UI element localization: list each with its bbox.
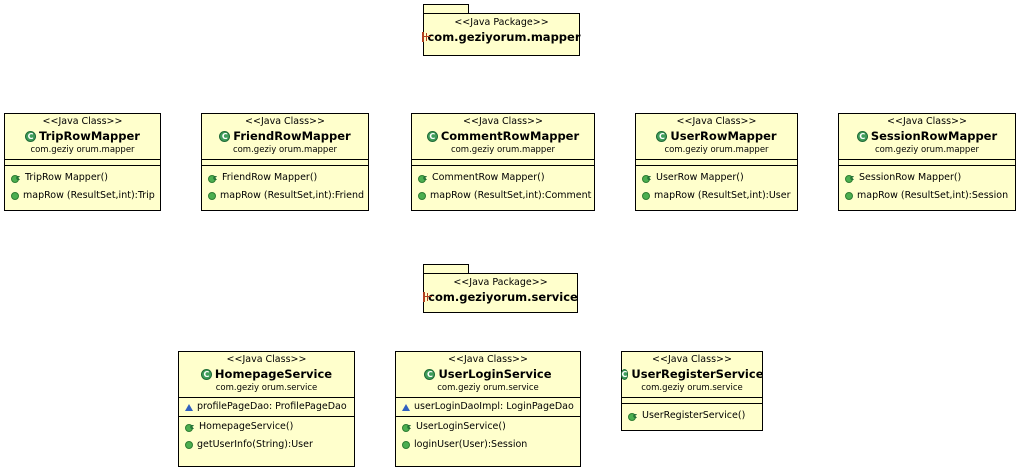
attributes-compartment <box>839 159 1015 163</box>
class-name: UserLoginService <box>438 367 552 381</box>
package-name: com.geziyorum.service <box>428 290 578 304</box>
class-stereotype: <<Java Class>> <box>676 116 757 127</box>
attributes-compartment: profilePageDao: ProfilePageDao <box>179 397 354 416</box>
package-icon <box>423 292 433 302</box>
class-package: com.geziy orum.service <box>641 383 743 393</box>
public-method-icon <box>11 192 19 200</box>
public-method-icon <box>402 441 410 449</box>
class-stereotype: <<Java Class>> <box>226 354 307 365</box>
class-name: UserRegisterService <box>631 367 764 381</box>
method-row[interactable]: mapRow (ResultSet,int):Session <box>839 187 1015 205</box>
class-package: com.geziy orum.mapper <box>874 145 980 155</box>
class-package: com.geziy orum.mapper <box>232 145 338 155</box>
package-field-icon <box>402 403 410 411</box>
class-package: com.geziy orum.service <box>437 383 539 393</box>
public-method-icon <box>208 192 216 200</box>
public-method-icon <box>845 192 853 200</box>
constructor-icon: c <box>402 422 412 432</box>
class-icon: C <box>656 130 668 142</box>
class-icon: C <box>426 130 438 142</box>
package-body: <<Java Package>> com.geziyorum.mapper <box>422 13 581 56</box>
class-stereotype: <<Java Class>> <box>245 116 325 127</box>
class-icon: C <box>424 368 436 380</box>
class-stereotype: <<Java Class>> <box>448 354 528 365</box>
class-stereotype: <<Java Class>> <box>463 116 543 127</box>
package-icon <box>422 32 432 42</box>
constructor-icon: c <box>185 422 195 432</box>
class-package: com.geziy orum.mapper <box>30 145 135 155</box>
public-method-icon <box>642 192 650 200</box>
class-package: com.geziy orum.mapper <box>450 145 556 155</box>
attributes-compartment: userLoginDaoImpl: LoginPageDao <box>396 397 580 416</box>
package-stereotype: <<Java Package>> <box>453 277 548 288</box>
package-body: <<Java Package>> com.geziyorum.service <box>423 273 578 313</box>
class-name: UserRowMapper <box>670 129 777 143</box>
constructor-icon: c <box>11 173 21 183</box>
constructor-icon: c <box>642 173 652 183</box>
class-icon: C <box>219 130 231 142</box>
attributes-compartment <box>5 159 160 163</box>
class-package: com.geziy orum.service <box>215 383 318 393</box>
class-icon: C <box>856 130 868 142</box>
public-method-icon <box>418 192 426 200</box>
attributes-compartment <box>202 159 368 163</box>
class-package: com.geziy orum.mapper <box>664 145 769 155</box>
field-row[interactable]: userLoginDaoImpl: LoginPageDao <box>396 398 580 416</box>
attributes-compartment <box>622 397 762 401</box>
class-name: TripRowMapper <box>39 129 140 143</box>
class-icon: C <box>620 368 629 380</box>
attributes-compartment <box>636 159 797 163</box>
constructor-icon: c <box>628 411 638 421</box>
class-name: FriendRowMapper <box>233 129 351 143</box>
class-icon: C <box>25 130 37 142</box>
method-row[interactable]: mapRow (ResultSet,int):Comment <box>412 187 594 205</box>
class-stereotype: <<Java Class>> <box>652 354 732 365</box>
class-name: SessionRowMapper <box>870 129 998 143</box>
method-row[interactable]: mapRow (ResultSet,int):Friend <box>202 187 368 205</box>
attributes-compartment <box>412 159 594 163</box>
constructor-icon: c <box>208 173 218 183</box>
method-row[interactable]: mapRow (ResultSet,int):User <box>636 187 797 205</box>
package-stereotype: <<Java Package>> <box>454 17 549 28</box>
method-row[interactable]: getUserInfo(String):User <box>179 436 354 454</box>
method-row[interactable]: mapRow (ResultSet,int):Trip <box>5 187 160 205</box>
public-method-icon <box>185 441 193 449</box>
constructor-icon: c <box>418 173 428 183</box>
constructor-icon: c <box>845 173 855 183</box>
method-row[interactable]: loginUser(User):Session <box>396 436 580 454</box>
class-stereotype: <<Java Class>> <box>42 116 123 127</box>
class-stereotype: <<Java Class>> <box>887 116 967 127</box>
class-icon: C <box>200 368 212 380</box>
package-name: com.geziyorum.mapper <box>427 30 581 44</box>
field-row[interactable]: profilePageDao: ProfilePageDao <box>179 398 354 416</box>
package-field-icon <box>185 403 193 411</box>
class-name: CommentRowMapper <box>440 129 580 143</box>
class-name: HomepageService <box>214 367 333 381</box>
